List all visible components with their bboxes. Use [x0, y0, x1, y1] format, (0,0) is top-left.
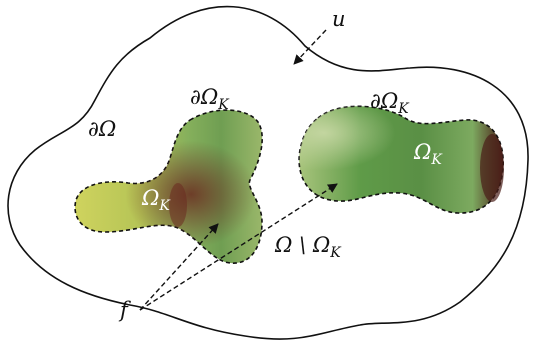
label-boundary-omega-k-left: ∂ΩK	[190, 85, 230, 113]
arrow-u	[293, 29, 327, 65]
label-boundary-omega-k-right: ∂ΩK	[370, 89, 410, 117]
outer-domain-boundary	[7, 5, 529, 340]
left-region-dark-patch	[169, 183, 187, 227]
arrow-f-to-right-region	[139, 183, 338, 311]
label-boundary-omega: ∂Ω	[88, 117, 116, 141]
label-omega-k-left: ΩK	[141, 186, 171, 214]
label-u: u	[332, 7, 346, 31]
label-f: f	[118, 298, 131, 322]
arrow-f-to-left-region	[139, 223, 219, 311]
right-region-dark-edge	[480, 134, 504, 202]
right-region-shading	[299, 106, 504, 214]
label-complement: Ω \ ΩK	[274, 233, 342, 261]
label-omega-k-right: ΩK	[413, 140, 443, 168]
